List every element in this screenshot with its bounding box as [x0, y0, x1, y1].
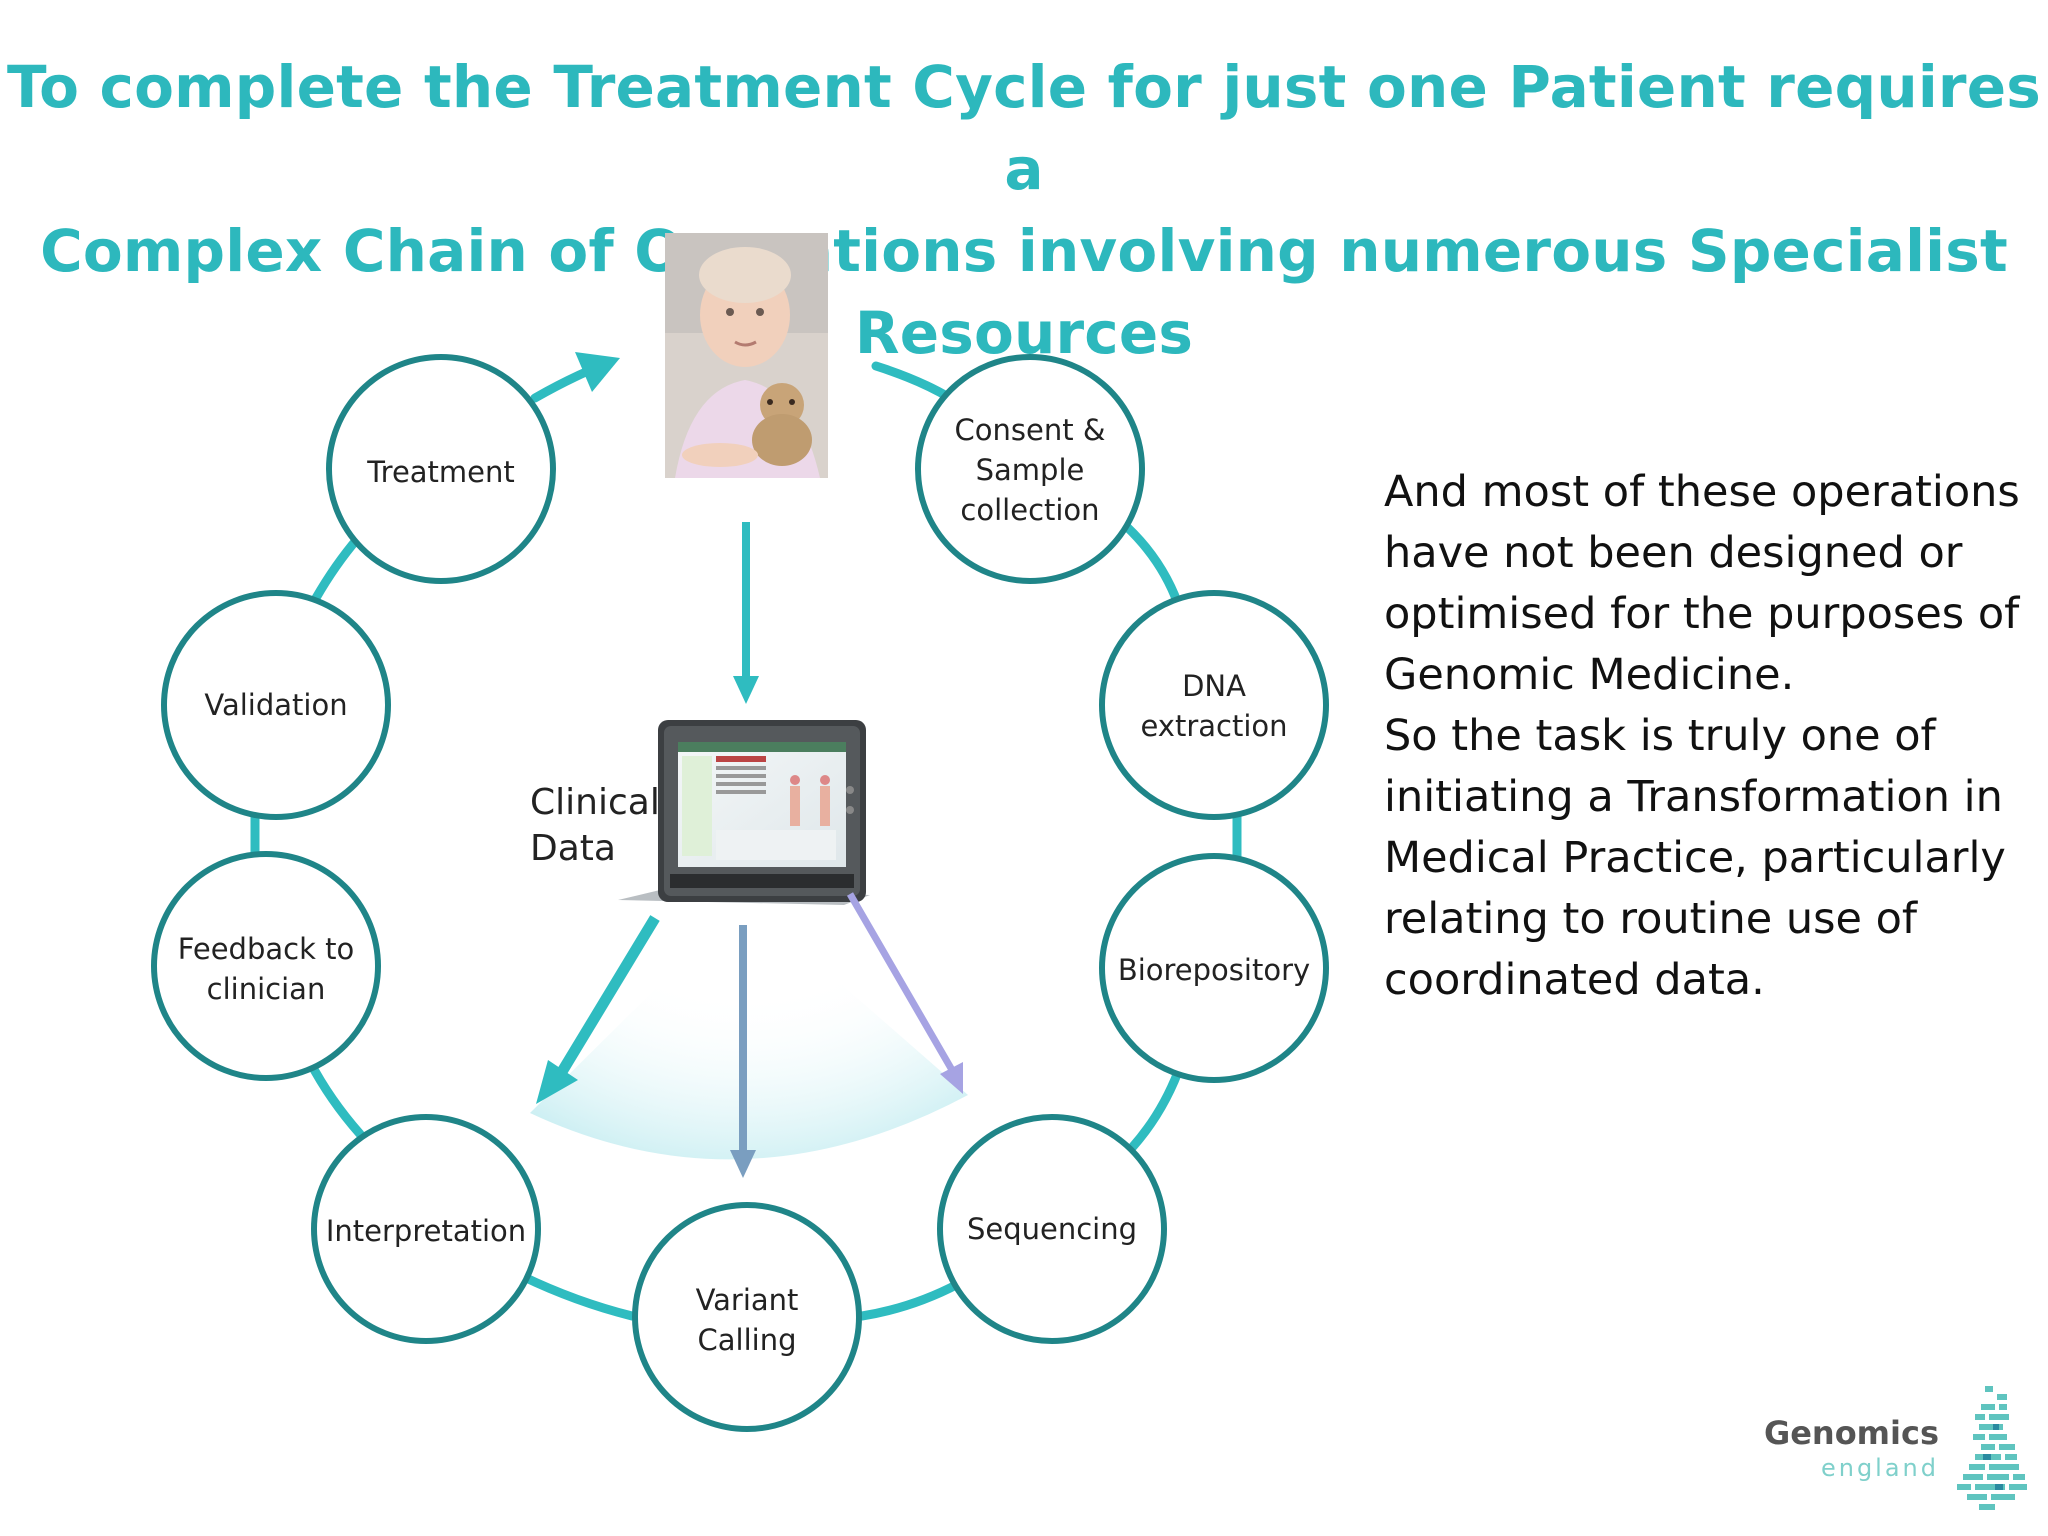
clinical-data-line-2: Data — [530, 828, 616, 869]
patient-photo — [665, 233, 828, 478]
ring-arc-photo-consent — [871, 361, 955, 403]
clinical-data-label: Clinical Data — [530, 780, 660, 872]
node-label-biorepository: Biorepository — [1117, 953, 1311, 987]
explanation-text: And most of these operations have not be… — [1384, 462, 2024, 1011]
node-label-feedback: Feedback to clinician — [177, 932, 355, 1006]
ring-arc-variant-interp — [517, 1271, 637, 1321]
arrow-treatment-to-patient — [530, 352, 620, 403]
node-label-treatment: Treatment — [367, 455, 515, 489]
slide-title: To complete the Treatment Cycle for just… — [0, 46, 2048, 374]
cycle-ring — [250, 361, 1242, 1321]
circle-validation — [161, 590, 391, 820]
tablet-image — [618, 720, 870, 905]
circle-variant — [632, 1202, 862, 1432]
circle-consent — [915, 354, 1145, 584]
arrow-to-feedback — [536, 915, 660, 1104]
ring-arc-bio-seq — [1123, 1067, 1183, 1157]
title-line-1: To complete the Treatment Cycle for just… — [7, 53, 2041, 203]
arrow-patient-to-clinical — [733, 522, 759, 704]
logo-dots-icon — [1957, 1386, 2027, 1510]
clinical-data-fan — [530, 900, 968, 1160]
circle-feedback — [151, 851, 381, 1081]
genomics-england-logo: Genomics england — [1764, 1384, 2035, 1512]
ring-arc-seq-variant — [857, 1279, 963, 1321]
ring-arc-valid-treat — [311, 533, 363, 603]
circle-biorepository — [1099, 853, 1329, 1083]
logo-text-main: Genomics — [1763, 1414, 1939, 1452]
ring-arc-interp-feedback — [305, 1057, 365, 1139]
node-label-interpretation: Interpretation — [325, 1214, 527, 1248]
circle-interpretation — [311, 1114, 541, 1344]
clinical-data-line-1: Clinical — [530, 782, 660, 823]
node-label-consent: Consent & Sample collection — [954, 413, 1106, 527]
circle-sequencing — [937, 1114, 1167, 1344]
arrow-to-sequencing — [846, 892, 963, 1094]
title-line-2: Complex Chain of Operations involving nu… — [40, 217, 2008, 367]
explanation-paragraph-1: And most of these operations have not be… — [1384, 467, 2020, 700]
cycle-circles — [151, 354, 1329, 1432]
explanation-paragraph-2: So the task is truly one of initiating a… — [1384, 711, 2006, 1005]
node-label-sequencing: Sequencing — [966, 1212, 1138, 1246]
circle-treatment — [326, 354, 556, 584]
node-label-variant: Variant Calling — [695, 1283, 799, 1357]
arrow-to-variant — [730, 925, 756, 1178]
node-label-validation: Validation — [204, 688, 348, 722]
circle-dna — [1099, 590, 1329, 820]
ring-arc-consent-dna — [1121, 521, 1183, 609]
logo-text-sub: england — [1820, 1454, 1939, 1482]
node-label-dna: DNA extraction — [1140, 669, 1288, 743]
